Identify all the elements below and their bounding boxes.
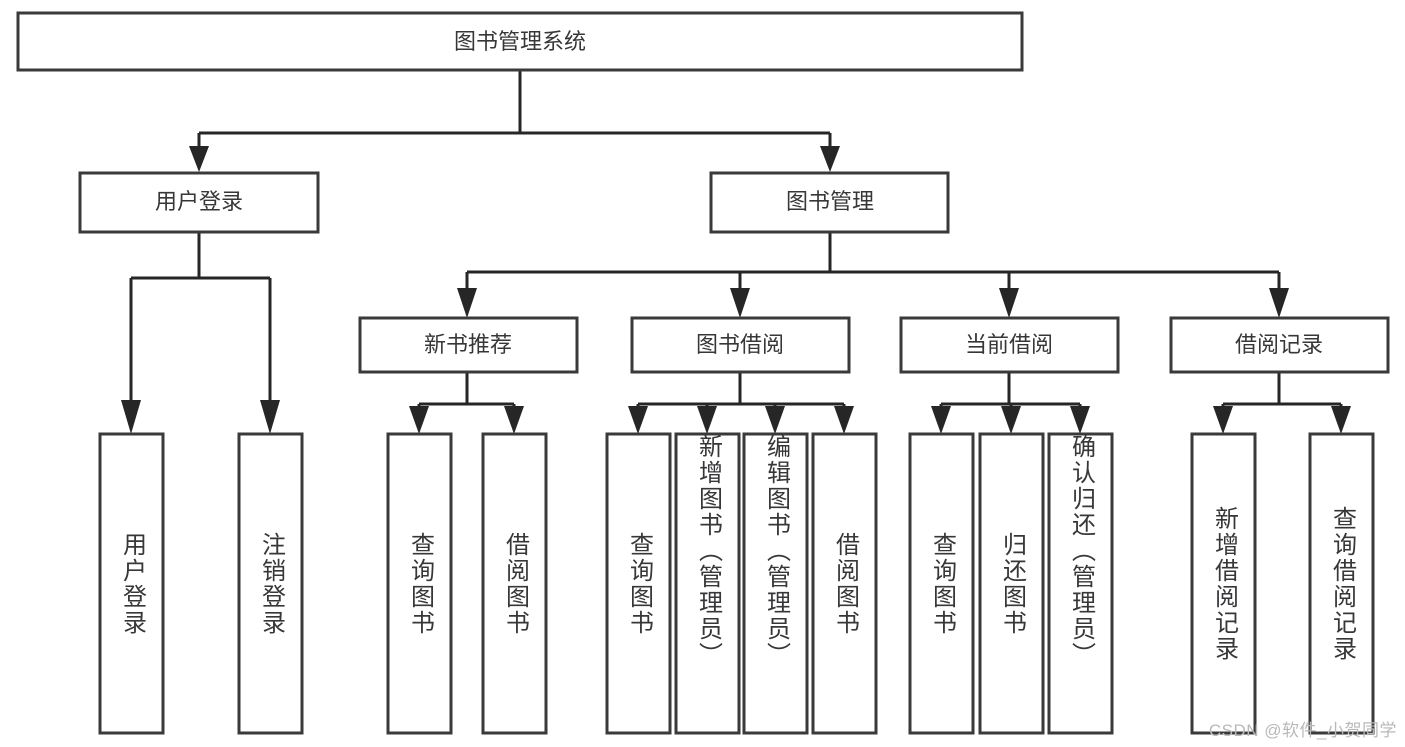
node-user-login-label: 用户登录: [155, 189, 243, 214]
node-leaf-query-book-1-box[interactable]: [386, 432, 453, 735]
node-borrow-record-label: 借阅记录: [1235, 332, 1323, 357]
arrowhead-leaf-borrow-book-2: [834, 406, 854, 434]
arrowhead-borrow-record: [1269, 288, 1289, 318]
node-leaf-add-borrow-record-box[interactable]: [1190, 432, 1257, 735]
arrowhead-leaf-query-book-3: [931, 406, 951, 434]
arrowhead-leaf-query-borrow-record: [1331, 406, 1351, 434]
csdn-watermark: CSDN @软件_小贺同学: [1208, 721, 1397, 740]
node-user-login[interactable]: 用户登录: [78, 171, 320, 234]
arrowhead-current-borrow: [999, 288, 1019, 318]
node-leaf-query-book-2-box[interactable]: [605, 432, 672, 735]
node-root[interactable]: 图书管理系统: [16, 11, 1024, 72]
node-leaf-query-book-3-box[interactable]: [908, 432, 975, 735]
arrowhead-userlogin: [189, 146, 209, 172]
node-root-label: 图书管理系统: [454, 29, 586, 54]
node-leaf-confirm-return-box[interactable]: [1047, 432, 1114, 735]
node-book-borrow-box[interactable]: [630, 316, 851, 374]
node-leaf-query-borrow-record-box[interactable]: [1308, 432, 1375, 735]
node-borrow-record-box[interactable]: [1169, 316, 1390, 374]
node-leaf-borrow-book-2-box[interactable]: [811, 432, 878, 735]
node-new-book-recommend-label: 新书推荐: [424, 332, 512, 357]
arrowhead-leaf-user-login: [121, 400, 141, 434]
arrowhead-leaf-borrow-book-1: [504, 406, 524, 434]
node-current-borrow[interactable]: 当前借阅: [899, 316, 1120, 374]
arrowhead-leaf-add-borrow-record: [1213, 406, 1233, 434]
arrowhead-leaf-add-book: [697, 406, 717, 434]
node-book-management-label: 图书管理: [786, 189, 874, 214]
arrowhead-new-book-recommend: [457, 288, 477, 318]
node-leaf-logout-login-box[interactable]: [237, 432, 304, 735]
connector-layer: [121, 70, 1351, 434]
arrowhead-book-borrow: [730, 288, 750, 318]
node-book-borrow[interactable]: 图书借阅: [630, 316, 851, 374]
arrowhead-leaf-query-book-2: [628, 406, 648, 434]
node-new-book-recommend[interactable]: 新书推荐: [358, 316, 579, 374]
node-leaf-user-login-box[interactable]: [98, 432, 165, 735]
node-book-management-box[interactable]: [709, 171, 950, 234]
node-borrow-record[interactable]: 借阅记录: [1169, 316, 1390, 374]
node-current-borrow-label: 当前借阅: [965, 332, 1053, 357]
leaf-box-layer: [98, 432, 1375, 735]
arrowhead-leaf-confirm-return: [1070, 406, 1090, 434]
arrowhead-leaf-return-book: [1001, 406, 1021, 434]
node-book-borrow-label: 图书借阅: [696, 332, 784, 357]
arrowhead-leaf-edit-book: [765, 406, 785, 434]
node-leaf-borrow-book-1-box[interactable]: [481, 432, 548, 735]
node-new-book-recommend-box[interactable]: [358, 316, 579, 374]
arrowhead-leaf-query-book-1: [409, 406, 429, 434]
node-leaf-edit-book-box[interactable]: [742, 432, 809, 735]
node-leaf-return-book-box[interactable]: [978, 432, 1045, 735]
arrowhead-leaf-logout-login: [260, 400, 280, 434]
arrowhead-bookmgmt: [820, 146, 840, 172]
node-book-management[interactable]: 图书管理: [709, 171, 950, 234]
node-user-login-box[interactable]: [78, 171, 320, 234]
node-leaf-add-book-box[interactable]: [674, 432, 741, 735]
node-root-box[interactable]: [16, 11, 1024, 72]
node-current-borrow-box[interactable]: [899, 316, 1120, 374]
